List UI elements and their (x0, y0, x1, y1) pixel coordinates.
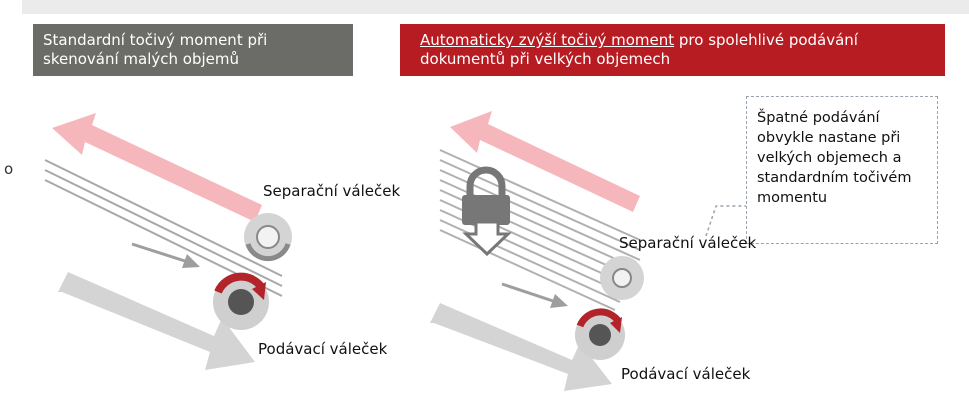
roller-icon (575, 308, 625, 360)
down-arrow-icon (462, 220, 512, 257)
note-box: Špatné podávání obvykle nastane při velk… (746, 96, 938, 244)
grey-arrow-icon (58, 272, 255, 370)
callout-leader (705, 205, 746, 237)
right-separator-label: Separační váleček (619, 234, 757, 252)
pink-arrow-icon (52, 113, 262, 222)
roller-icon (600, 256, 644, 300)
right-header-rest: pro spolehlivé podávání dokumentů při ve… (420, 31, 858, 68)
right-header-highlight: Automaticky zvýší točivý moment (420, 31, 675, 49)
left-separator-label: Separační váleček (263, 182, 401, 200)
left-feed-label: Podávací váleček (258, 340, 388, 358)
sidebar-stub: o (0, 0, 22, 419)
roller-icon (244, 213, 292, 262)
right-feed-label: Podávací váleček (621, 365, 751, 383)
right-header: Automaticky zvýší točivý moment pro spol… (400, 24, 945, 76)
small-arrow-icon (131, 242, 200, 268)
roller-icon (213, 272, 269, 330)
left-header: Standardní točivý moment při skenování m… (33, 24, 353, 76)
lock-icon (462, 166, 510, 225)
grey-arrow-icon (430, 303, 612, 391)
small-arrow-icon (501, 282, 568, 308)
sidebar-stub-text: o (4, 160, 14, 178)
pink-arrow-icon (450, 111, 640, 212)
